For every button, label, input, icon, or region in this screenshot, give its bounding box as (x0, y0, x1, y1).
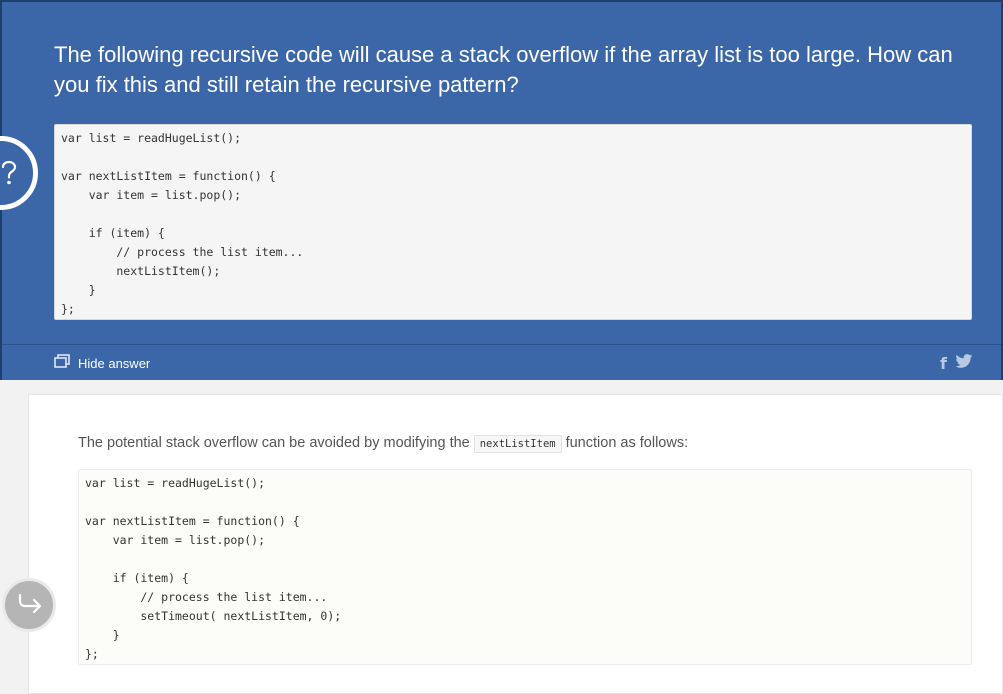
question-mark-icon (0, 160, 19, 186)
share-links: f (940, 354, 973, 374)
question-card-footer: Hide answer f (2, 344, 1001, 380)
answer-code-block: var list = readHugeList(); var nextListI… (78, 469, 972, 665)
hide-answer-button[interactable]: Hide answer (54, 354, 150, 373)
answer-card: The potential stack overflow can be avoi… (28, 394, 1003, 694)
inline-code-nextlistitem: nextListItem (473, 435, 562, 453)
collapse-icon (54, 354, 70, 373)
facebook-icon[interactable]: f (940, 354, 947, 373)
answer-intro-text-after: function as follows: (565, 435, 689, 451)
next-question-button[interactable] (2, 578, 56, 632)
answer-intro-text-before: The potential stack overflow can be avoi… (78, 435, 470, 451)
question-code-block: var list = readHugeList(); var nextListI… (54, 124, 972, 320)
hide-answer-label: Hide answer (78, 356, 151, 371)
question-title: The following recursive code will cause … (54, 42, 953, 97)
arrow-return-icon (14, 592, 44, 619)
twitter-icon[interactable] (955, 354, 973, 374)
question-card: The following recursive code will cause … (0, 0, 1003, 380)
answer-intro: The potential stack overflow can be avoi… (78, 433, 688, 454)
